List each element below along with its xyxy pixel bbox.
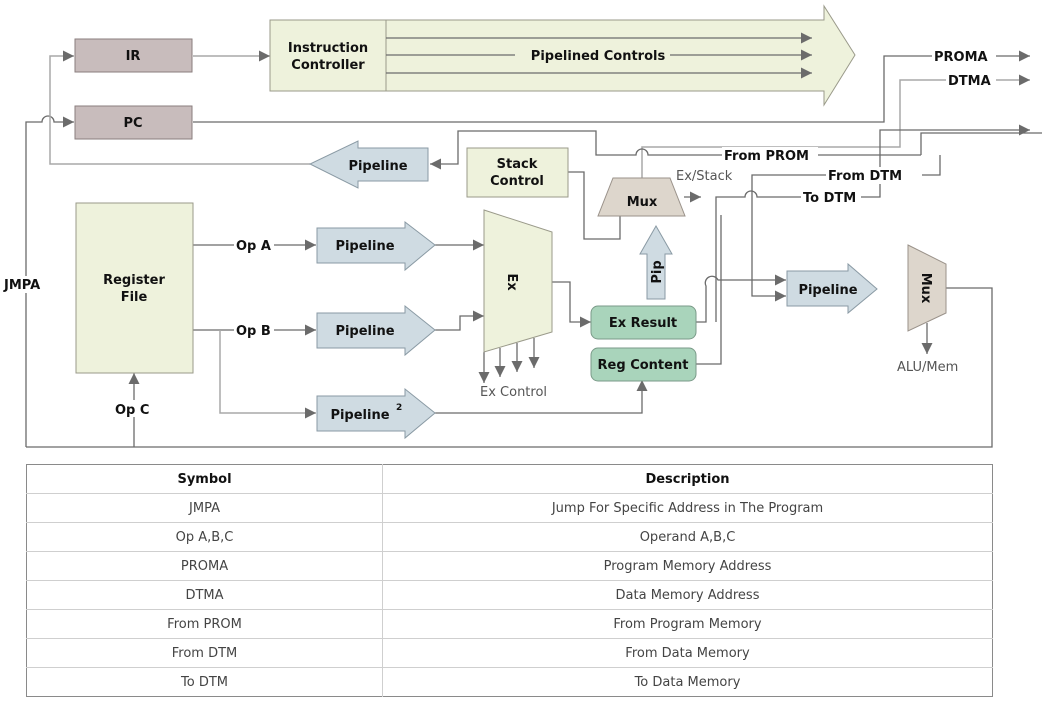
legend-header-symbol: Symbol (26, 464, 383, 494)
reg-content-out (696, 215, 722, 365)
legend-symbol: Op A,B,C (26, 522, 383, 552)
op-a-label: Op A (236, 239, 271, 254)
ir-feedback-wire (49, 50, 310, 165)
instruction-controller-block (269, 19, 387, 92)
legend-header-row: Symbol Description (26, 464, 993, 494)
from-dtm-label: From DTM (828, 169, 902, 184)
ir-label: IR (126, 49, 141, 64)
pb-to-ex (435, 310, 484, 331)
legend-symbol: From PROM (26, 609, 383, 639)
pipeline-a-arrow (316, 220, 436, 272)
ex-result-block (590, 305, 697, 340)
legend-description: Program Memory Address (382, 551, 993, 581)
legend-description: To Data Memory (382, 667, 993, 697)
ir-block (74, 38, 193, 73)
label-bg (801, 189, 861, 206)
legend-symbol: DTMA (26, 580, 383, 610)
mux-out-label: Mux (918, 273, 933, 304)
pipeline-back-arrow (308, 140, 429, 189)
pipeline-a-label: Pipeline (335, 239, 394, 254)
reg-content-label: Reg Content (598, 358, 689, 373)
pip-arrow (639, 224, 673, 300)
mux-top-block (597, 177, 686, 217)
legend-header-description: Description (645, 471, 730, 487)
pc-to-regcontent (435, 380, 648, 414)
ex-control-label: Ex Control (480, 385, 547, 400)
label-bg (826, 167, 922, 184)
dtma-wire (641, 74, 1030, 197)
pc-label: PC (123, 116, 142, 131)
legend-description: Data Memory Address (382, 580, 993, 610)
to-dtm-label: To DTM (803, 191, 856, 206)
op-c-label: Op C (115, 403, 149, 418)
pc-block (74, 105, 193, 140)
pipeline-out-arrow (786, 262, 878, 315)
op-c-branch-wire (219, 330, 316, 419)
ex-result-out (696, 274, 786, 323)
pipelined-controls-label: Pipelined Controls (531, 49, 666, 64)
alu-mem-label: ALU/Mem (897, 360, 958, 375)
ex-to-result (552, 281, 591, 328)
from-prom-wire (920, 132, 1042, 155)
stack-control-block (466, 147, 569, 198)
stack-control-label-1: Stack (497, 157, 538, 172)
label-bg (522, 46, 666, 63)
label-bg (722, 147, 818, 164)
pipeline-c-label: Pipeline (330, 408, 389, 423)
legend-symbol: PROMA (26, 551, 383, 581)
from-prom-label: From PROM (724, 149, 809, 164)
ex-result-label: Ex Result (609, 316, 677, 331)
op-b-label: Op B (236, 324, 271, 339)
register-file-block (75, 202, 194, 374)
label-bg (946, 72, 996, 89)
bottom-return-wire (26, 287, 993, 448)
proma-label: PROMA (934, 50, 988, 65)
label-bg (0, 276, 50, 293)
pipeline-c-superscript: 2 (396, 403, 402, 413)
label-bg (932, 48, 996, 65)
legend-symbol: JMPA (26, 493, 383, 523)
legend-description: Jump For Specific Address in The Program (382, 493, 993, 523)
jmpa-wire (25, 115, 74, 447)
legend-symbol: From DTM (26, 638, 383, 668)
stack-control-label-2: Control (490, 174, 544, 189)
reg-content-block (590, 347, 697, 382)
mux-out-block (907, 244, 947, 332)
mux-top-label: Mux (627, 195, 658, 210)
label-bg (234, 322, 274, 339)
ex-label: Ex (504, 273, 519, 291)
legend-description: Operand A,B,C (382, 522, 993, 552)
dtma-label: DTMA (948, 74, 991, 89)
pipeline-back-label: Pipeline (348, 159, 407, 174)
pipeline-b-label: Pipeline (335, 324, 394, 339)
legend-description: From Program Memory (382, 609, 993, 639)
legend-description: From Data Memory (382, 638, 993, 668)
pipeline-b-arrow (316, 304, 436, 357)
stack-control-wire (568, 171, 621, 240)
pipeline-out-label: Pipeline (798, 283, 857, 298)
legend-symbol: To DTM (26, 667, 383, 697)
register-file-label-2: File (121, 290, 148, 305)
from-prom-feed (430, 130, 921, 170)
label-bg (234, 237, 274, 254)
ex-stack-label: Ex/Stack (676, 169, 733, 184)
from-dtm-wire (751, 155, 941, 302)
instruction-controller-label-2: Controller (291, 58, 365, 73)
register-file-label-1: Register (103, 273, 165, 288)
pip-label: Pip (650, 260, 665, 283)
pipeline-c-arrow (316, 387, 436, 440)
instruction-controller-label-1: Instruction (288, 41, 368, 56)
label-bg (114, 400, 156, 417)
ex-block (483, 209, 553, 353)
pipeline-diagram: IR PC Instruction Controller Pipelined C… (0, 4, 1042, 448)
jmpa-label: JMPA (3, 278, 40, 293)
